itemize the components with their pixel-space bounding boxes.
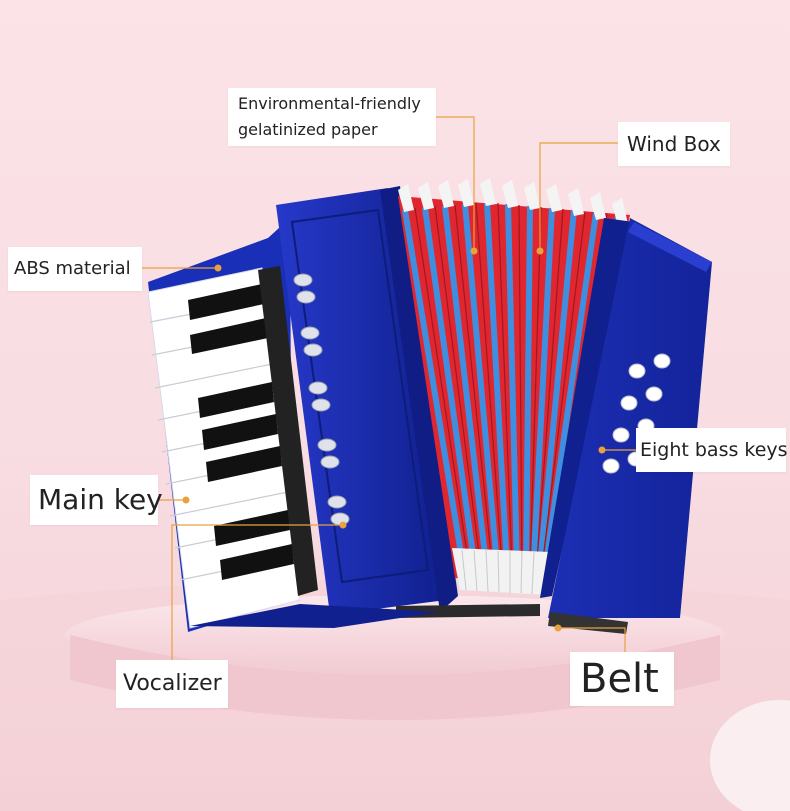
label-environmental-paper: Environmental-friendly gelatinized paper <box>228 88 436 146</box>
leader-lines <box>142 116 636 660</box>
label-abs-material: ABS material <box>8 247 142 291</box>
accordion-image <box>147 178 712 634</box>
label-bass-keys: Eight bass keys <box>636 428 788 472</box>
leader-dots <box>182 247 606 632</box>
label-vocalizer: Vocalizer <box>116 660 228 708</box>
label-belt: Belt <box>570 652 674 706</box>
label-wind-box: Wind Box <box>618 122 730 166</box>
label-main-key: Main key <box>30 475 163 525</box>
